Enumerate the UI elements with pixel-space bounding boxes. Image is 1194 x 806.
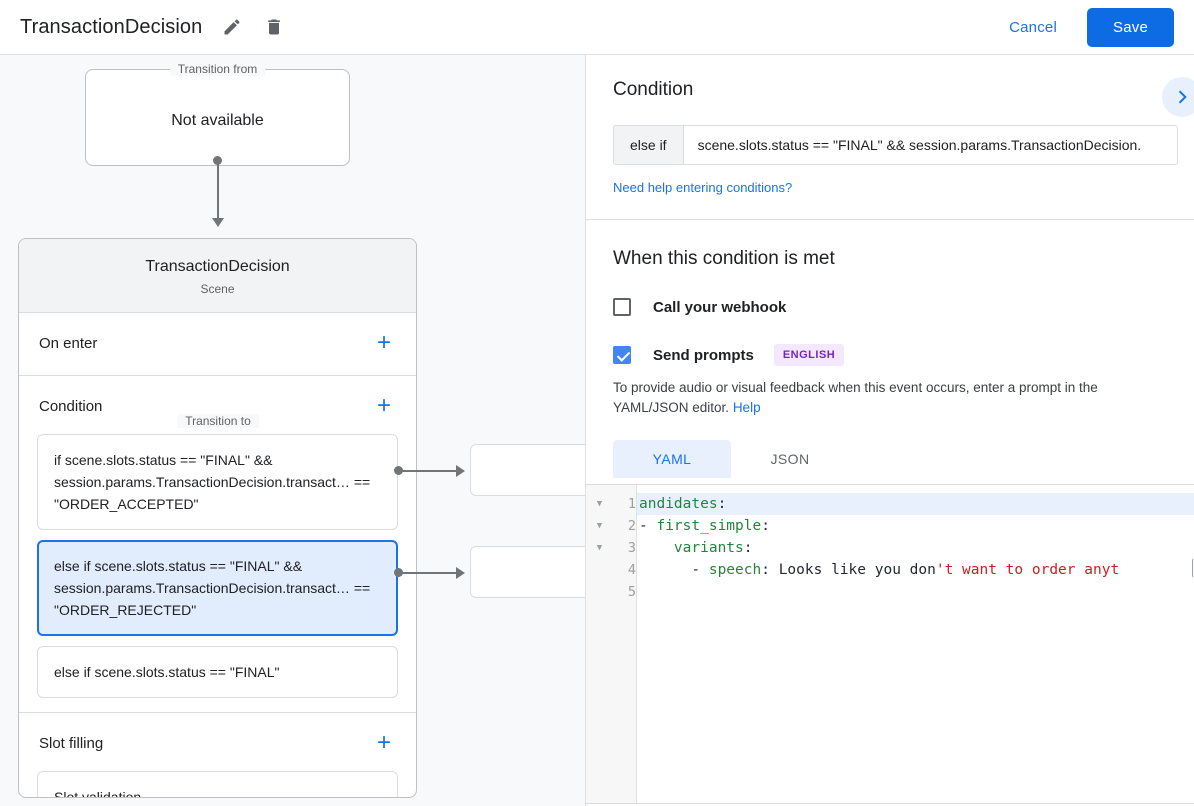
code-token: 't want to order anyt: [935, 562, 1120, 578]
yaml-editor[interactable]: ▼ ▼ ▼ 1 2 3 4 5 andidates:- first_simple…: [586, 484, 1194, 804]
connector-line: [217, 160, 219, 220]
add-on-enter-button[interactable]: +: [376, 329, 391, 356]
transition-from-box: Transition from Not available: [85, 62, 350, 166]
code-token: variants: [673, 540, 744, 556]
section-on-enter: On enter +: [19, 313, 416, 376]
condition-input[interactable]: [683, 126, 1177, 164]
line-number: 4: [627, 562, 636, 578]
add-slot-filling-button[interactable]: +: [376, 729, 391, 756]
pencil-icon[interactable]: [220, 15, 244, 39]
text-caret: [1192, 559, 1193, 577]
section-header-condition: Condition +: [19, 376, 416, 424]
code-token: Looks like you don: [778, 562, 936, 578]
editor-fold-column: ▼ ▼ ▼: [586, 485, 613, 803]
prompts-description: To provide audio or visual feedback when…: [613, 378, 1167, 418]
code-token: speech: [708, 562, 762, 578]
tab-yaml[interactable]: YAML: [613, 440, 731, 478]
cancel-button[interactable]: Cancel: [995, 11, 1071, 44]
scene-type: Scene: [200, 282, 235, 296]
condition-card-selected[interactable]: else if scene.slots.status == "FINAL" &&…: [37, 540, 398, 636]
edge-arrow-accepted: [456, 465, 465, 477]
edge-line-rejected: [398, 572, 458, 574]
target-node-rejected[interactable]: [470, 546, 585, 598]
webhook-row: Call your webhook: [613, 298, 1167, 316]
transition-to-legend: Transition to: [177, 414, 259, 428]
condition-section: Condition else if Need help entering con…: [586, 55, 1194, 220]
condition-details-panel: Condition else if Need help entering con…: [585, 55, 1194, 806]
edge-arrow-rejected: [456, 567, 465, 579]
code-token: :: [717, 496, 727, 512]
transition-to-box: Transition to TransactionDecision Scene …: [18, 238, 417, 798]
section-title-condition: Condition: [39, 397, 103, 415]
line-number: 3: [627, 540, 636, 556]
call-webhook-checkbox[interactable]: [613, 298, 631, 316]
connector-arrow: [212, 218, 224, 227]
language-badge: ENGLISH: [773, 344, 845, 366]
send-prompts-checkbox[interactable]: [613, 346, 631, 364]
scene-graph-canvas[interactable]: Transition from Not available Transition…: [0, 55, 585, 806]
section-title-slot-filling: Slot filling: [39, 734, 104, 752]
page-title: TransactionDecision: [20, 15, 203, 38]
scene-header: TransactionDecision Scene: [19, 239, 416, 313]
app-header: TransactionDecision Cancel Save: [0, 0, 1194, 55]
when-condition-met-section: When this condition is met Call your web…: [586, 220, 1194, 804]
condition-card[interactable]: if scene.slots.status == "FINAL" && sess…: [37, 434, 398, 530]
edge-line-accepted: [398, 470, 458, 472]
condition-input-row: else if: [613, 125, 1178, 165]
section-slot-filling: Slot filling + Slot validation: [19, 713, 416, 797]
target-node-accepted[interactable]: [470, 444, 585, 496]
code-line[interactable]: andidates:: [637, 493, 1194, 515]
code-token: :: [761, 562, 779, 578]
code-token: -: [639, 518, 657, 534]
code-token: first_simple: [656, 518, 762, 534]
condition-heading: Condition: [613, 79, 694, 100]
tab-json[interactable]: JSON: [770, 451, 810, 467]
condition-card[interactable]: else if scene.slots.status == "FINAL": [37, 646, 398, 698]
code-line[interactable]: - first_simple:: [637, 515, 1194, 537]
line-number: 5: [627, 584, 636, 600]
condition-help-link[interactable]: Need help entering conditions?: [613, 180, 793, 195]
editor-line-numbers: 1 2 3 4 5: [613, 485, 637, 803]
chevron-right-icon[interactable]: [1162, 77, 1194, 117]
code-token: [639, 540, 674, 556]
code-token: -: [639, 562, 709, 578]
prompts-description-text: To provide audio or visual feedback when…: [613, 380, 1098, 415]
line-number: 2: [627, 518, 636, 534]
code-token: andidates: [639, 496, 718, 512]
slot-validation-card[interactable]: Slot validation: [37, 771, 398, 797]
transition-from-legend: Transition from: [169, 62, 266, 76]
when-condition-met-heading: When this condition is met: [613, 248, 835, 269]
trash-icon[interactable]: [262, 15, 286, 39]
line-number: 1: [627, 496, 636, 512]
fold-arrow-icon[interactable]: ▼: [596, 499, 603, 509]
section-header-on-enter: On enter +: [19, 313, 416, 361]
add-condition-button[interactable]: +: [376, 392, 391, 419]
fold-arrow-icon[interactable]: ▼: [596, 521, 603, 531]
transition-from-value: Not available: [171, 112, 264, 129]
code-line[interactable]: - speech: Looks like you don't want to o…: [637, 559, 1194, 581]
section-header-slot-filling: Slot filling +: [19, 713, 416, 761]
scene-name: TransactionDecision: [145, 258, 290, 275]
section-condition: Condition + if scene.slots.status == "FI…: [19, 376, 416, 713]
send-prompts-label: Send prompts: [653, 346, 754, 364]
code-line[interactable]: [637, 581, 1194, 603]
prompts-help-link[interactable]: Help: [732, 400, 761, 415]
editor-format-tabs: YAML JSON: [613, 440, 1167, 478]
code-token: :: [743, 540, 753, 556]
fold-arrow-icon[interactable]: ▼: [596, 543, 603, 553]
code-line[interactable]: variants:: [637, 537, 1194, 559]
call-webhook-label: Call your webhook: [653, 298, 787, 316]
send-prompts-row: Send prompts ENGLISH: [613, 344, 1167, 366]
condition-prefix-label: else if: [614, 126, 684, 164]
save-button[interactable]: Save: [1087, 7, 1174, 47]
editor-code-area[interactable]: andidates:- first_simple: variants: - sp…: [637, 485, 1194, 803]
code-token: :: [761, 518, 770, 534]
section-title-on-enter: On enter: [39, 334, 98, 352]
